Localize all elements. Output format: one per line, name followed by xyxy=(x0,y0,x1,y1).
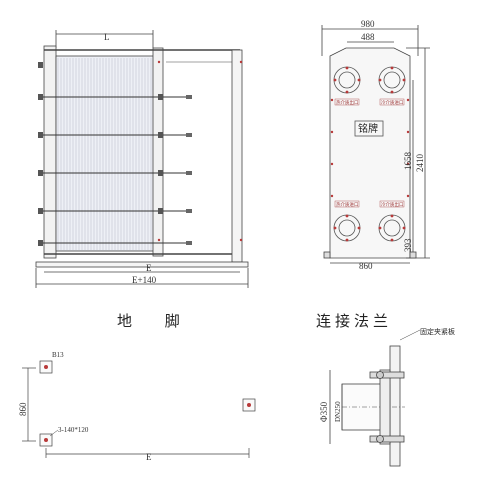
port-top-left xyxy=(333,66,361,94)
fixed-plate xyxy=(43,45,57,259)
flange-caption: 连接法兰 xyxy=(316,312,392,330)
flange-bolts xyxy=(369,371,405,443)
dim-860-side: 860 xyxy=(359,261,373,271)
label-L: L xyxy=(104,32,110,42)
plate-lines xyxy=(57,58,152,250)
port-top-right xyxy=(378,66,406,94)
dim-488: 488 xyxy=(361,32,375,42)
port-tag-box-3 xyxy=(334,200,360,208)
port-bottom-left xyxy=(333,214,361,242)
port-tag-box-1 xyxy=(334,98,360,106)
port-tag-box-4 xyxy=(379,200,405,208)
foot-layout: 860 B13 3-140*120 E xyxy=(18,351,256,462)
flange-detail: 固定夹紧板 Φ350 DN250 xyxy=(319,327,455,467)
slot-label: 3-140*120 xyxy=(58,426,89,434)
bolt-nuts xyxy=(38,62,163,246)
perimeter-bolts xyxy=(330,98,410,198)
nameplate-box xyxy=(354,120,384,137)
dn-label: DN250 xyxy=(334,401,342,422)
dim-1658: 1658 xyxy=(403,152,413,171)
label-E-foot: E xyxy=(146,452,152,462)
frame-plate-outline xyxy=(329,47,411,259)
port-bottom-right xyxy=(378,214,406,242)
pressure-plate xyxy=(152,47,164,257)
dim-393: 393 xyxy=(403,238,413,252)
port-tag-3: 热介质进口 xyxy=(336,201,359,208)
front-view: L xyxy=(35,30,249,288)
port-tag-4: 冷介质出口 xyxy=(381,201,404,208)
support-column xyxy=(231,49,243,263)
nameplate-label: 铭牌 xyxy=(358,122,378,135)
dim-2410: 2410 xyxy=(415,154,425,173)
hole-label: B13 xyxy=(52,351,64,359)
foot-caption: 地 脚 xyxy=(117,312,194,330)
label-E: E xyxy=(146,263,152,273)
port-tag-1: 热介质出口 xyxy=(336,99,359,106)
base-frame xyxy=(35,261,249,268)
port-tag-box-2 xyxy=(379,98,405,106)
port-tag-2: 冷介质进口 xyxy=(381,99,404,106)
dim-860-foot: 860 xyxy=(18,402,28,416)
plate-label: 固定夹紧板 xyxy=(420,327,455,336)
label-E140: E+140 xyxy=(132,275,157,285)
phi-label: Φ350 xyxy=(319,401,329,422)
tie-bolts xyxy=(40,95,192,245)
dim-980: 980 xyxy=(361,19,375,29)
bolt-markers xyxy=(157,60,243,242)
side-view: 980 488 xyxy=(321,19,430,271)
fixed-clamp-plate xyxy=(389,345,401,467)
flange-plate xyxy=(379,369,391,445)
